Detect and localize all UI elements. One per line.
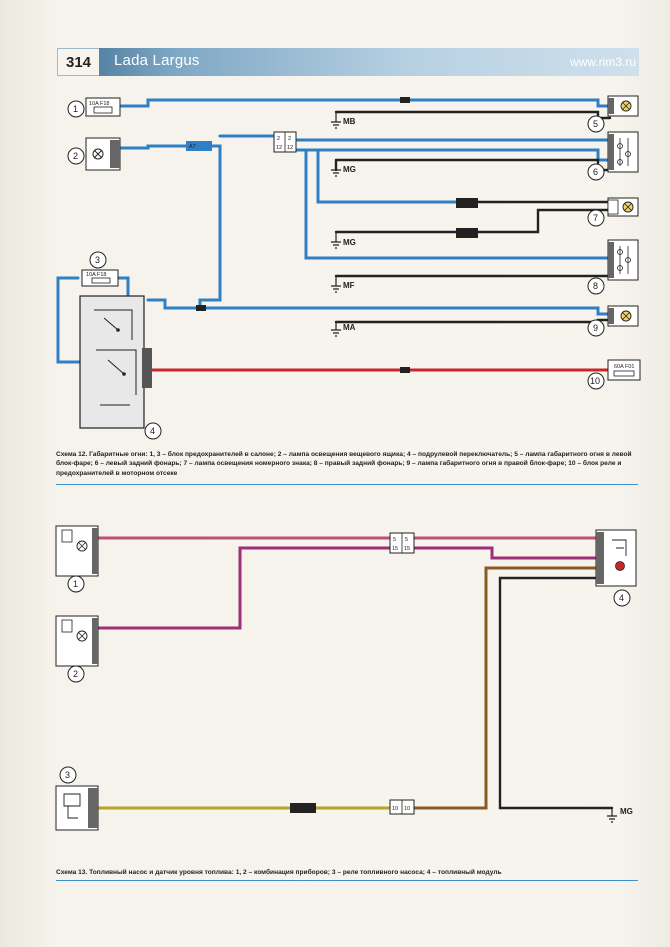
plug-mid bbox=[196, 305, 206, 311]
wire-blue-fuse3 bbox=[56, 276, 82, 364]
svg-text:12: 12 bbox=[276, 145, 282, 151]
wire-blue-a7-to-switch bbox=[146, 144, 222, 310]
callout-5: 5 bbox=[593, 119, 598, 129]
svg-text:12: 12 bbox=[287, 145, 293, 151]
ground-label-mg1: MG bbox=[343, 165, 356, 174]
caption-rule-12 bbox=[56, 484, 638, 485]
callout-13-4: 4 bbox=[619, 593, 624, 603]
callout-1: 1 bbox=[73, 104, 78, 114]
callout-7: 7 bbox=[593, 213, 598, 223]
svg-text:2: 2 bbox=[288, 136, 291, 142]
callout-13-3: 3 bbox=[65, 770, 70, 780]
callout-10: 10 bbox=[590, 376, 600, 386]
wire-blue-to-6b bbox=[294, 148, 612, 162]
component-13-3-fuel-pump-relay bbox=[55, 785, 99, 831]
wire-black-to7 bbox=[476, 208, 612, 234]
svg-text:5: 5 bbox=[405, 537, 408, 543]
ground-label-mg2: MG bbox=[343, 238, 356, 247]
connector-2-12: 2 2 12 12 bbox=[273, 131, 297, 153]
fuse-label-f18-mid: 10A F18 bbox=[86, 272, 107, 278]
component-6-left-tail-lamp bbox=[607, 131, 639, 173]
wire-black-gnd bbox=[498, 576, 614, 810]
book-title: Lada Largus bbox=[114, 52, 200, 69]
component-2-glovebox-lamp bbox=[85, 137, 121, 171]
component-4-steering-switch bbox=[79, 295, 152, 429]
scheme13-diagram: MG 5 5 15 15 10 10 bbox=[55, 525, 637, 831]
component-1-fuse-block: 10A F18 bbox=[85, 97, 121, 117]
callout-9: 9 bbox=[593, 323, 598, 333]
wire-black-mb bbox=[334, 110, 612, 120]
scheme13-caption: Схема 13. Топливный насос и датчик уровн… bbox=[56, 869, 502, 876]
component-13-2-instrument-cluster bbox=[55, 615, 99, 667]
wire-blue-to-7 bbox=[316, 148, 458, 204]
connector-plate-relay bbox=[290, 803, 316, 813]
connector-a7-label: A7 bbox=[189, 144, 196, 150]
fuse-label-f18-top: 10A F18 bbox=[89, 101, 110, 107]
component-5-left-sidelight bbox=[607, 95, 639, 117]
component-8-right-tail-lamp bbox=[607, 239, 639, 281]
wire-violet-2b bbox=[412, 546, 598, 560]
wire-blue-to-8 bbox=[304, 148, 612, 260]
callout-13-2: 2 bbox=[73, 669, 78, 679]
ground-label-mb: MB bbox=[343, 117, 356, 126]
connector-10-10: 10 10 bbox=[389, 799, 415, 815]
plug-red bbox=[400, 367, 410, 373]
component-7-license-lamp bbox=[607, 197, 639, 217]
wire-blue-fuse3b bbox=[116, 276, 130, 298]
ground-label-mg-13: MG bbox=[620, 807, 633, 816]
svg-text:15: 15 bbox=[404, 546, 410, 552]
wire-black-mg1b bbox=[334, 158, 612, 172]
component-3-fuse-block: 10A F18 bbox=[81, 269, 119, 287]
connector-plate-license-gnd bbox=[456, 228, 478, 238]
ground-symbols: MB MG MG MF MA bbox=[331, 112, 356, 337]
scheme12-callouts: 1 2 3 4 5 6 7 8 9 10 bbox=[67, 100, 605, 440]
callout-8: 8 bbox=[593, 281, 598, 291]
page-number: 314 bbox=[57, 48, 99, 76]
ground-label-mf: MF bbox=[343, 281, 355, 290]
wire-violet-2 bbox=[96, 546, 392, 630]
component-10-engine-fuse-box: 60A F01 bbox=[607, 359, 641, 381]
wire-black-ma bbox=[334, 318, 612, 324]
website-url: www.rim3.ru bbox=[569, 55, 636, 69]
scheme13-callouts: 1 2 3 4 bbox=[59, 575, 631, 784]
wire-blue-to-a7 bbox=[118, 144, 200, 150]
component-13-1-instrument-cluster bbox=[55, 525, 99, 577]
connector-a7: A7 bbox=[186, 141, 212, 151]
scheme12-caption: Схема 12. Габаритные огни: 1, 3 – блок п… bbox=[56, 451, 632, 477]
connector-5-15: 5 5 15 15 bbox=[389, 532, 415, 554]
callout-3: 3 bbox=[95, 255, 100, 265]
plug-top bbox=[400, 97, 410, 103]
svg-text:10: 10 bbox=[404, 806, 410, 812]
svg-text:15: 15 bbox=[392, 546, 398, 552]
fuse-label-f01: 60A F01 bbox=[614, 364, 635, 370]
callout-13-1: 1 bbox=[73, 579, 78, 589]
svg-text:5: 5 bbox=[393, 537, 396, 543]
ground-label-ma: MA bbox=[343, 323, 356, 332]
component-9-right-sidelight bbox=[607, 305, 639, 327]
wire-blue-to-9 bbox=[198, 306, 612, 316]
page-header-bar bbox=[57, 48, 639, 76]
svg-text:2: 2 bbox=[277, 136, 280, 142]
wire-brown bbox=[412, 566, 598, 810]
svg-text:10: 10 bbox=[392, 806, 398, 812]
caption-rule-13 bbox=[56, 880, 638, 881]
connector-plate-license bbox=[456, 198, 478, 208]
wire-blue-top bbox=[118, 98, 612, 108]
callout-6: 6 bbox=[593, 167, 598, 177]
component-13-4-fuel-module bbox=[595, 529, 637, 587]
callout-4: 4 bbox=[150, 426, 155, 436]
callout-2: 2 bbox=[73, 151, 78, 161]
scheme12-diagram: MB MG MG MF MA 10A F18 A7 bbox=[56, 95, 641, 440]
